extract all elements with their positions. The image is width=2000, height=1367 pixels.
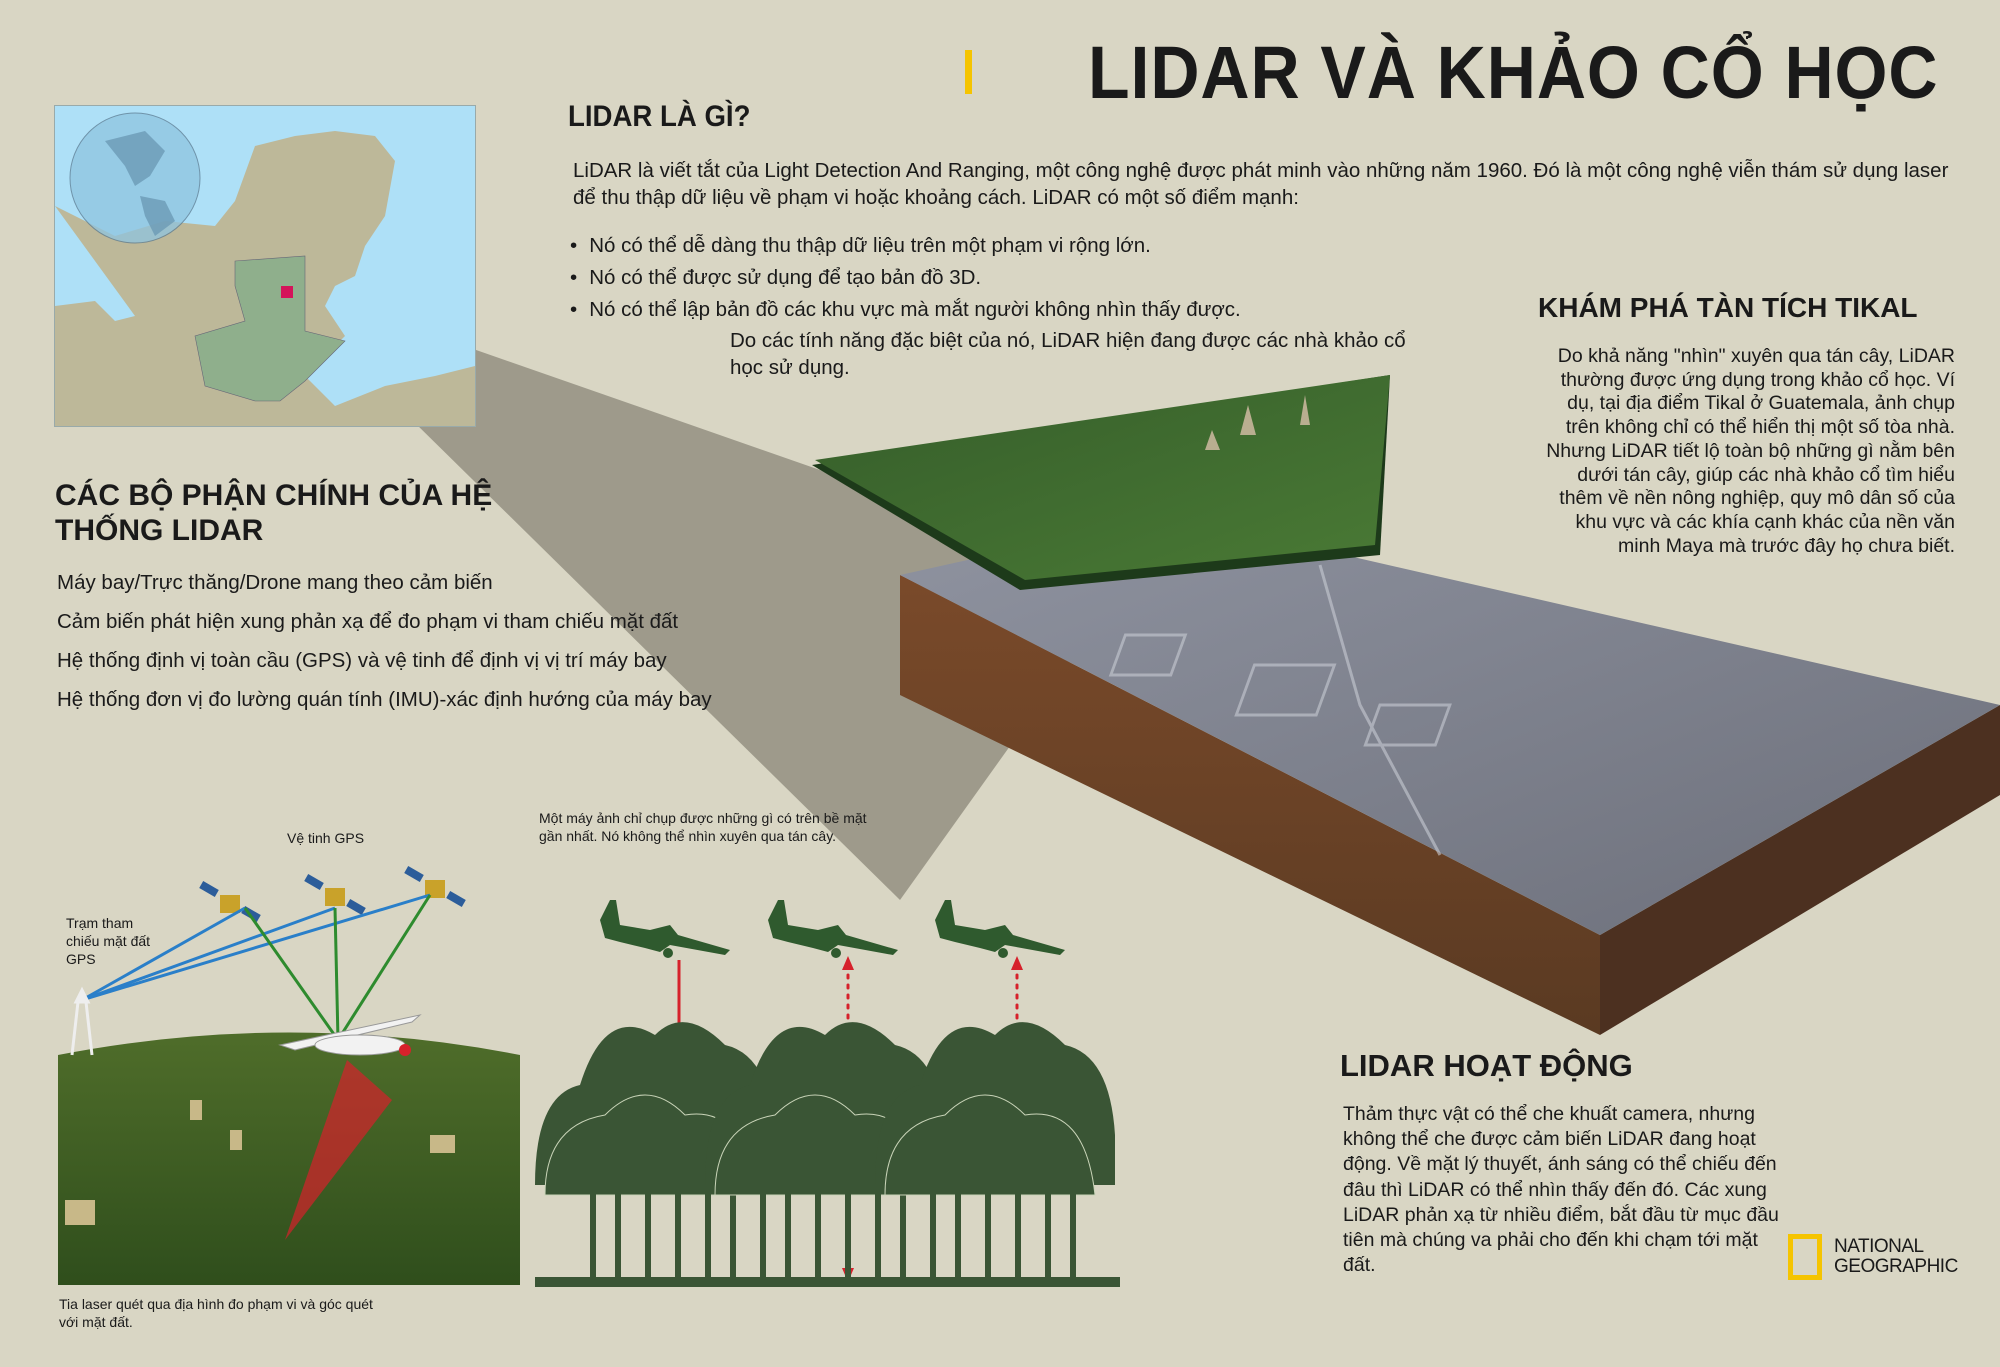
temple-icon xyxy=(1240,405,1256,435)
gps-satellite-links xyxy=(243,894,432,1041)
components-list: Máy bay/Trực thăng/Drone mang theo cảm b… xyxy=(57,570,757,726)
logo-line-2: GEOGRAPHIC xyxy=(1834,1256,1958,1277)
lidar-surface xyxy=(900,515,2000,935)
operation-description: Thảm thực vật có thể che khuất camera, n… xyxy=(1343,1103,1779,1277)
lidar-multi-return-panel xyxy=(874,900,1121,1288)
component-item: Máy bay/Trực thăng/Drone mang theo cảm b… xyxy=(57,571,493,594)
laser-scan-cone xyxy=(285,1060,392,1240)
strength-item: Nó có thể dễ dàng thu thập dữ liệu trên … xyxy=(570,230,1241,262)
tikal-3d-terrain-block xyxy=(812,375,2000,1035)
strength-item: Nó có thể được sử dụng để tạo bản đồ 3D. xyxy=(570,262,1241,294)
satellite-icon xyxy=(404,866,466,907)
national-geographic-logo: NATIONAL GEOGRAPHIC xyxy=(1788,1234,1958,1280)
section-heading-what-is-lidar: LIDAR LÀ GÌ? xyxy=(568,100,751,133)
satellite-icon xyxy=(304,874,366,915)
location-map xyxy=(54,105,476,427)
yellow-border-icon xyxy=(1788,1234,1822,1280)
camera-limit-caption: Một máy ảnh chỉ chụp được những gì có tr… xyxy=(539,810,867,844)
what-is-intro: LiDAR là viết tắt của Light Detection An… xyxy=(573,159,1949,209)
temple-icon xyxy=(1300,395,1310,425)
soil-side-front xyxy=(900,575,1600,1035)
component-item: Cảm biến phát hiện xung phản xạ để đo ph… xyxy=(57,610,679,633)
strength-item: Nó có thể lập bản đồ các khu vực mà mắt … xyxy=(570,294,1241,326)
gps-satellites-label: Vệ tinh GPS xyxy=(287,830,365,846)
section-heading-operation: LIDAR HOẠT ĐỘNG xyxy=(1340,1048,1633,1083)
canopy-comparison-diagram xyxy=(534,900,1121,1288)
section-heading-tikal: KHÁM PHÁ TÀN TÍCH TIKAL xyxy=(1538,292,1918,323)
strengths-list: Nó có thể dễ dàng thu thập dữ liệu trên … xyxy=(570,230,1241,326)
component-item: Hệ thống định vị toàn cầu (GPS) và vệ ti… xyxy=(57,649,667,672)
arrow-up-icon xyxy=(1011,956,1023,970)
laser-scan-caption: Tia laser quét qua địa hình đo phạm vi v… xyxy=(59,1296,373,1330)
ground-station-label: Trạm tham chiếu mặt đất GPS xyxy=(66,915,151,967)
temple-icon xyxy=(1205,430,1220,450)
archaeology-note: Do các tính năng đặc biệt của nó, LiDAR … xyxy=(730,329,1406,379)
logo-line-1: NATIONAL xyxy=(1834,1236,1924,1257)
section-heading-components: CÁC BỘ PHẬN CHÍNH CỦA HỆ THỐNG LIDAR xyxy=(55,479,493,547)
survey-plane-icon xyxy=(278,1014,422,1056)
gps-lidar-aerial-diagram xyxy=(58,866,520,1285)
tikal-marker xyxy=(281,286,293,298)
lidar-ground-panel xyxy=(704,900,951,1288)
gps-ground-station-icon xyxy=(70,986,94,1056)
arrow-up-icon xyxy=(842,956,854,970)
camera-panel xyxy=(534,900,781,1288)
page-title: LIDAR VÀ KHẢO CỔ HỌC xyxy=(1088,31,1939,114)
satellite-icon xyxy=(199,881,261,922)
soil-side-right xyxy=(1600,705,2000,1035)
tikal-description: Do khả năng "nhìn" xuyên qua tán cây, Li… xyxy=(1546,345,1955,557)
component-item: Hệ thống đơn vị đo lường quán tính (IMU)… xyxy=(57,688,712,711)
gps-reference-links xyxy=(81,893,431,1002)
title-accent-bar xyxy=(965,50,972,94)
map-illustration xyxy=(55,106,475,426)
jungle-photo xyxy=(58,1032,520,1285)
